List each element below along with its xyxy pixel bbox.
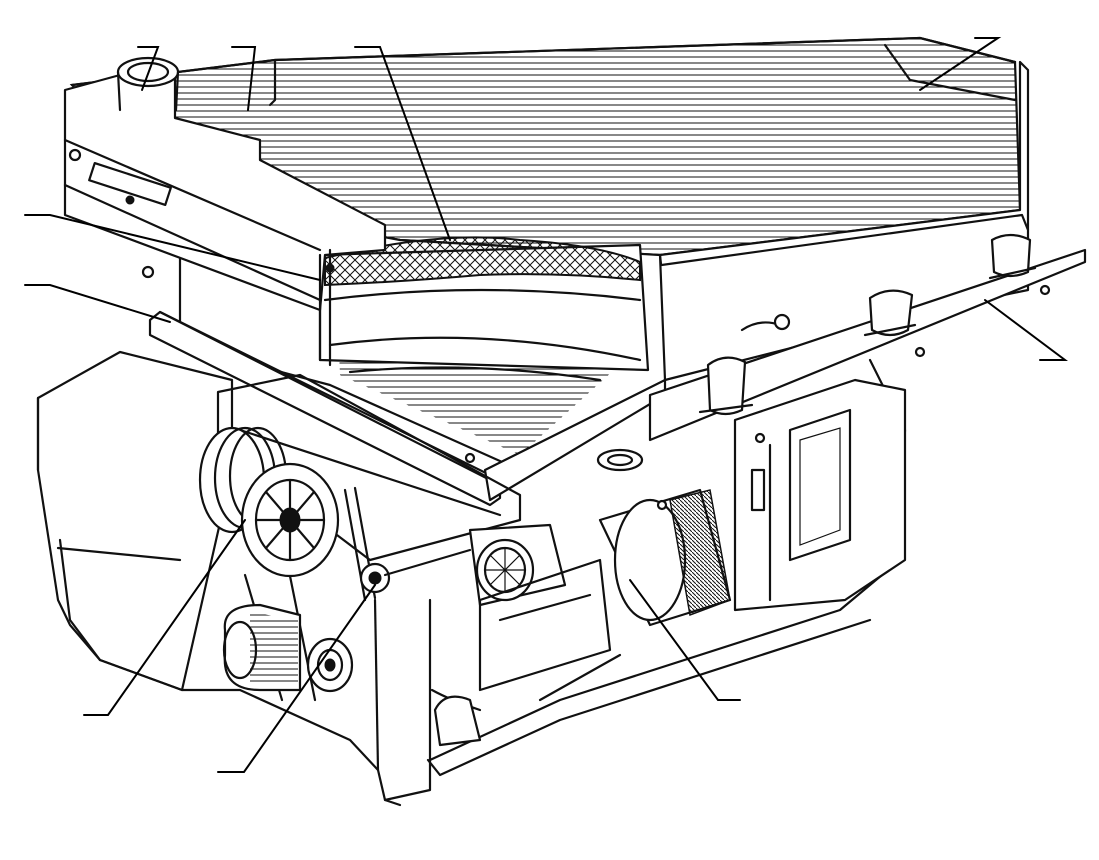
callout-8-handwheel: [83, 519, 246, 716]
callout-9-motor-pulley: [217, 584, 376, 773]
callout-6-front-beam: [24, 284, 171, 323]
suspension-springs: [596, 233, 1037, 472]
spring-mid: [863, 289, 917, 337]
callout-7-hanger: [984, 299, 1068, 361]
callout-5-side-frame: [24, 214, 321, 281]
callout-3-sieve-mesh: [354, 46, 451, 241]
callout-leaders: [24, 37, 1068, 773]
drive-assembly: [198, 373, 732, 747]
sieve-body: [63, 36, 1087, 507]
callout-4-right-outlet: [919, 37, 1002, 91]
fasteners: [68, 148, 1051, 511]
spring-right: [988, 233, 1037, 280]
callout-10-fan: [629, 579, 741, 701]
callout-2-deck: [231, 46, 257, 111]
base-cabinet: [36, 350, 907, 807]
callout-1-intake: [137, 46, 160, 91]
spring-front: [698, 356, 754, 416]
